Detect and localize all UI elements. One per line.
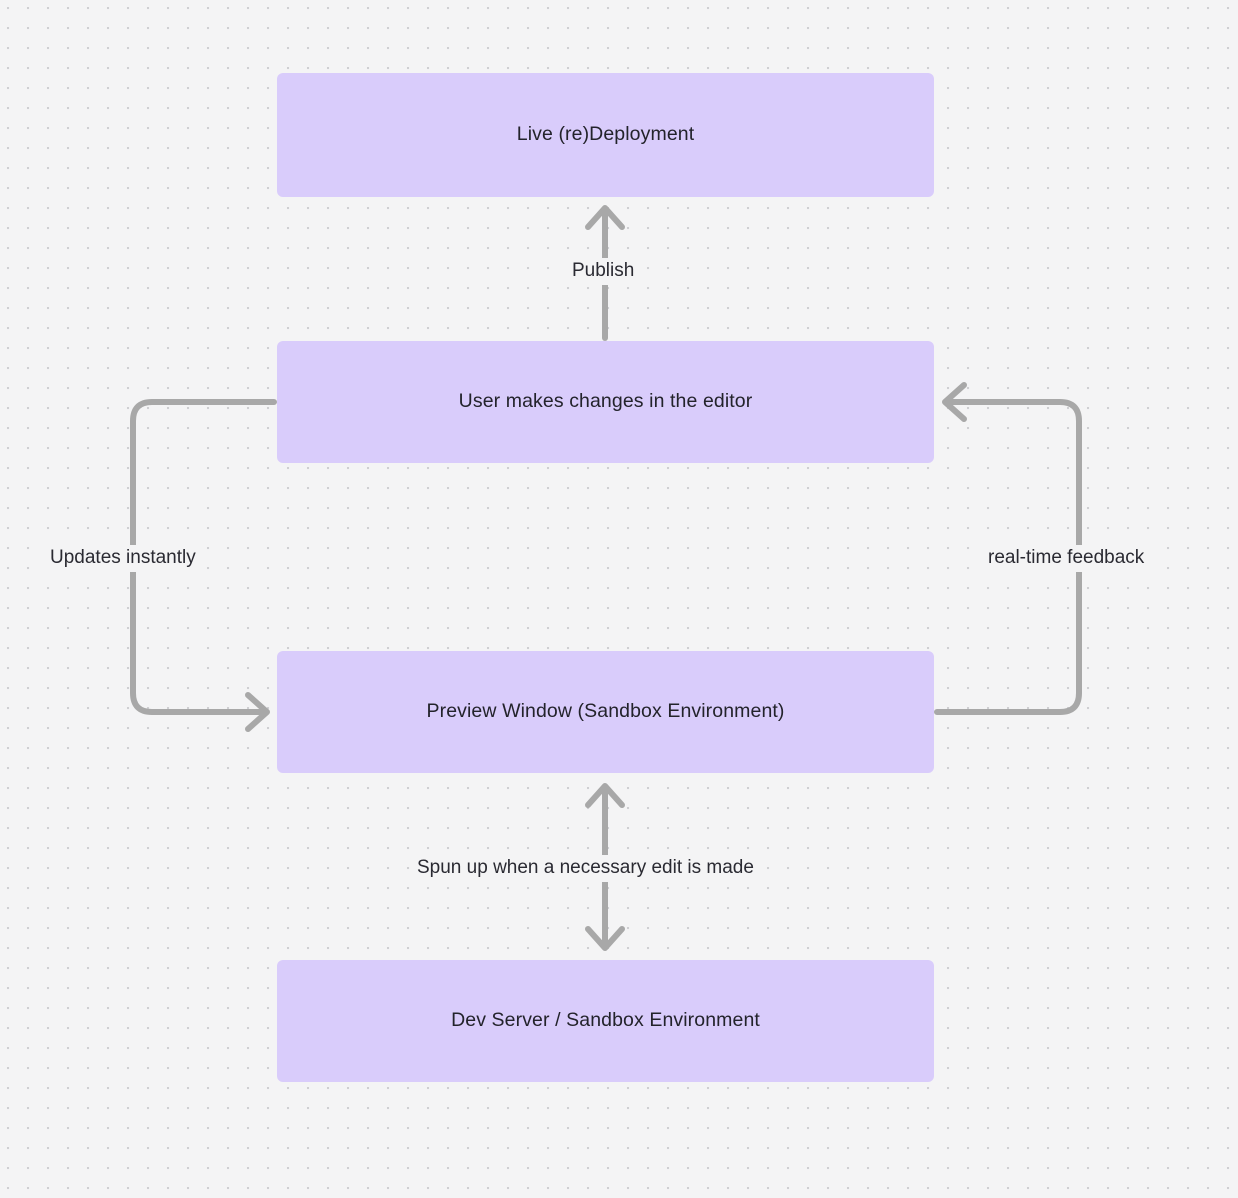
- node-dev-server-sandbox-environment[interactable]: Dev Server / Sandbox Environment: [277, 960, 934, 1082]
- edge-label-publish: Publish: [566, 258, 641, 285]
- node-user-makes-changes-in-the-editor[interactable]: User makes changes in the editor: [277, 341, 934, 463]
- node-preview-window-sandbox-environment[interactable]: Preview Window (Sandbox Environment): [277, 651, 934, 773]
- node-label: User makes changes in the editor: [458, 390, 753, 413]
- edge-label-real-time-feedback: real-time feedback: [982, 545, 1151, 572]
- edge-label-spun-up-when-a-necessary-edit-is-made: Spun up when a necessary edit is made: [411, 855, 760, 882]
- node-label: Dev Server / Sandbox Environment: [451, 1009, 760, 1032]
- edge-label-updates-instantly: Updates instantly: [44, 545, 202, 572]
- node-label: Preview Window (Sandbox Environment): [426, 700, 785, 723]
- node-live-redeployment[interactable]: Live (re)Deployment: [277, 73, 934, 197]
- node-label: Live (re)Deployment: [516, 123, 695, 146]
